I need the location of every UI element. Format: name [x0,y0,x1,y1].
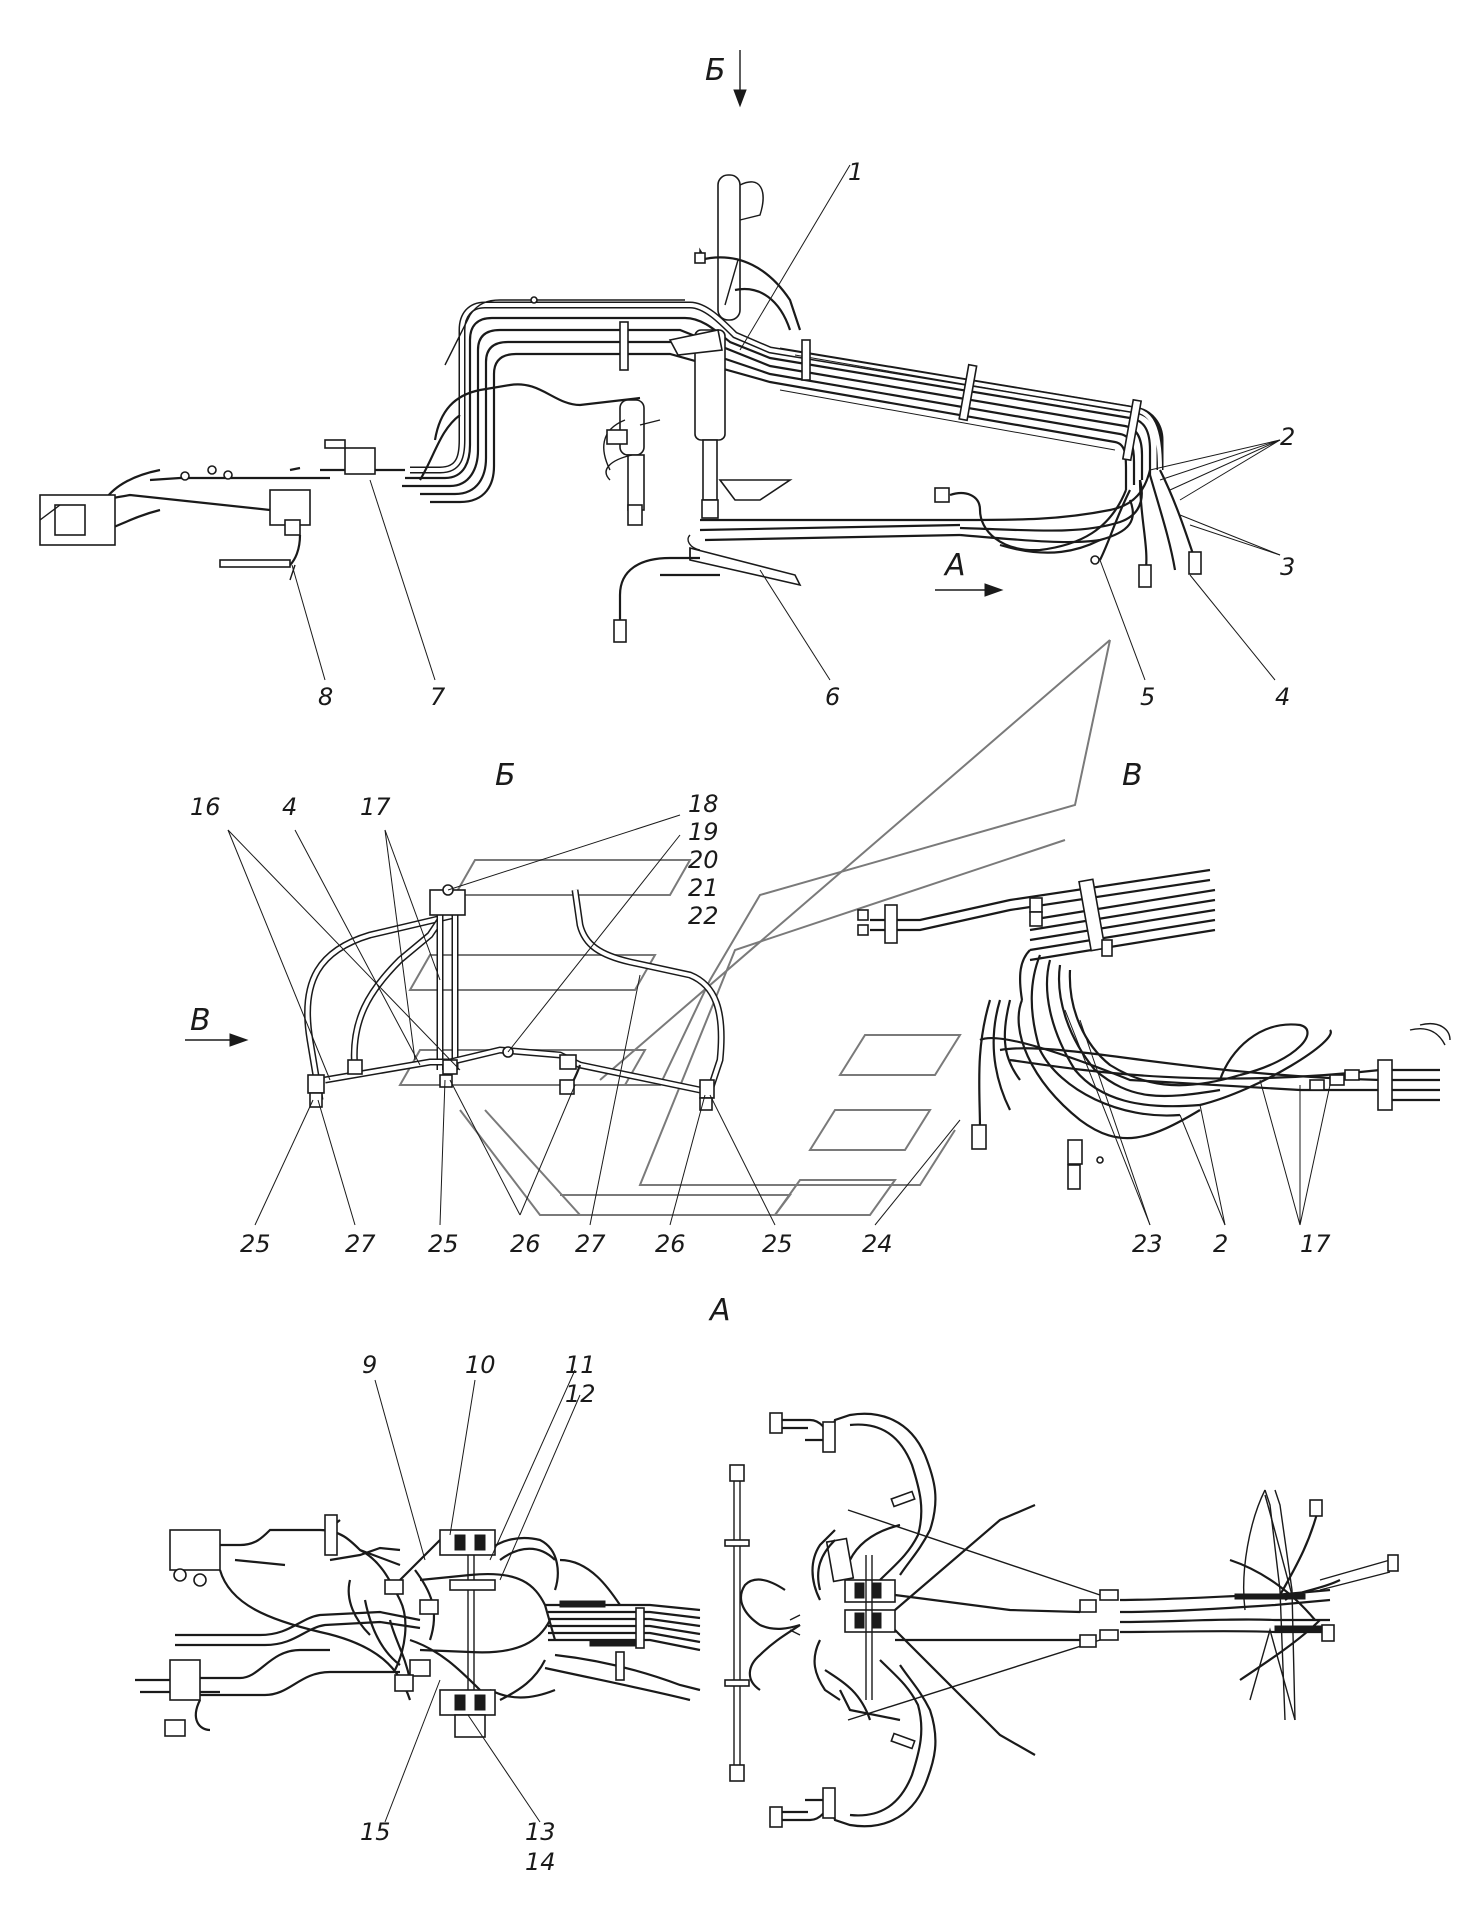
label-b-4: 4 [282,793,297,821]
label-a-13: 13 [525,1818,556,1846]
label-b-16: 16 [190,793,221,821]
label-a-12: 12 [565,1380,596,1408]
label-b-17: 17 [360,793,391,821]
view-a-title: А [708,1293,731,1328]
label-a-9: 9 [362,1351,377,1379]
label-b-25c: 25 [762,1230,793,1258]
view-a: А [135,1293,1399,1876]
label-5: 5 [1140,683,1155,711]
label-a-11: 11 [565,1351,596,1379]
watermark [398,639,1111,1216]
label-7: 7 [430,683,446,711]
label-b-24: 24 [862,1230,893,1258]
main-assembly: Б [39,50,1295,711]
view-a-letter: А [943,548,966,583]
label-b-20: 20 [688,846,719,874]
label-v-2: 2 [1213,1230,1228,1258]
label-b-19: 19 [688,818,719,846]
label-6: 6 [825,683,840,711]
label-a-14: 14 [525,1848,556,1876]
label-b-27b: 27 [575,1230,606,1258]
view-b: Б В [185,758,961,1258]
label-2: 2 [1280,423,1295,451]
cylinder-2 [603,399,661,526]
view-b-title: Б [495,758,516,793]
label-b-27a: 27 [345,1230,376,1258]
view-v: В [857,758,1451,1258]
label-b-22: 22 [688,902,719,930]
label-a-10: 10 [465,1351,496,1379]
view-v-title: В [1122,758,1143,793]
view-b-letter: Б [705,53,726,88]
cylinder-1 [668,174,802,519]
label-b-18: 18 [688,790,719,818]
label-b-25a: 25 [240,1230,271,1258]
upper-hose-bundle [402,296,1164,504]
label-b-25b: 25 [428,1230,459,1258]
label-v-23: 23 [1132,1230,1163,1258]
label-1: 1 [848,158,863,186]
label-b-26a: 26 [510,1230,541,1258]
right-hose-ends [934,469,1202,588]
label-b-26b: 26 [655,1230,686,1258]
label-b-21: 21 [688,874,719,902]
label-a-15: 15 [360,1818,391,1846]
label-8: 8 [318,683,333,711]
label-v-17: 17 [1300,1230,1331,1258]
view-v-arrow-letter: В [190,1003,211,1038]
left-components [39,439,405,581]
label-4: 4 [1275,683,1290,711]
plate-6 [613,479,961,643]
label-3: 3 [1280,553,1295,581]
